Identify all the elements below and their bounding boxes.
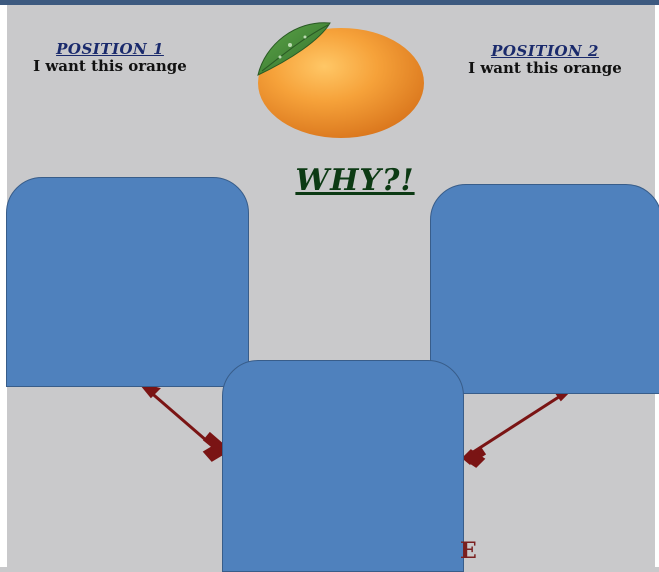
position-2-box — [430, 184, 659, 394]
position-1-heading: POSITION 1 — [20, 40, 200, 58]
position-1-text: I want this orange — [20, 58, 200, 75]
top-bar — [0, 0, 659, 5]
position-1: POSITION 1 I want this orange — [20, 40, 200, 75]
position-1-box — [6, 177, 249, 387]
orange-icon — [250, 15, 430, 140]
arrow-right — [464, 390, 570, 466]
position-2: POSITION 2 I want this orange — [450, 42, 640, 77]
why-heading: WHY?! — [285, 163, 425, 198]
partial-text: E — [460, 538, 477, 564]
center-box — [222, 360, 464, 572]
position-2-heading: POSITION 2 — [450, 42, 640, 60]
arrow-left — [142, 385, 225, 460]
position-2-text: I want this orange — [450, 60, 640, 77]
